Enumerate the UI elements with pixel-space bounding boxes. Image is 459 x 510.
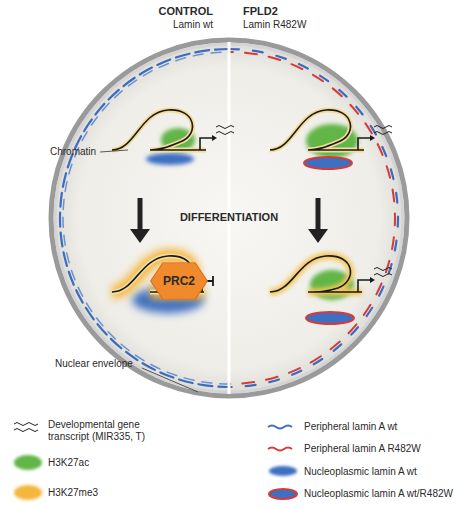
chromatin-fpld2-active — [304, 157, 352, 169]
nucleus — [51, 40, 407, 396]
leader-line — [100, 150, 128, 152]
protein-hexagon: PRC2 — [150, 262, 208, 300]
legend-swatch — [269, 466, 297, 476]
chromatin-control-active — [216, 132, 234, 135]
chromatin-control-repressed — [112, 256, 213, 313]
chromatin-control-active — [200, 138, 212, 150]
chromatin-fpld2-persistent — [374, 274, 392, 277]
legend-icon — [268, 426, 292, 429]
chromatin-fpld2-persistent — [306, 312, 354, 324]
legend-swatch — [14, 485, 42, 500]
differentiation-arrow — [308, 229, 328, 243]
chromatin-fpld2-active — [270, 110, 392, 169]
legend-swatch — [14, 455, 42, 470]
differentiation-arrow — [138, 198, 143, 232]
text-label: Nuclear envelope — [55, 358, 133, 370]
text-label: FPLD2 — [243, 5, 278, 18]
legend-text: Nucleoplasmic lamin A wt — [304, 466, 417, 478]
chromatin-fpld2-active — [270, 110, 392, 150]
chromatin-fpld2-persistent — [358, 280, 370, 292]
legend-text: Developmental gene transcript (MIR335, T… — [48, 419, 173, 443]
chromatin-fpld2-persistent — [370, 277, 375, 283]
chromatin-control-active — [216, 126, 234, 129]
chromatin-fpld2-active — [358, 138, 370, 150]
legend-icon — [14, 429, 38, 432]
chromatin-fpld2-persistent — [270, 256, 392, 292]
chromatin-fpld2-persistent — [270, 256, 362, 292]
hexagon-shape — [151, 263, 208, 299]
differentiation-arrow — [316, 198, 321, 232]
text-label: DIFFERENTIATION — [149, 211, 309, 224]
chromatin-fpld2-persistent — [270, 256, 362, 292]
text-label: Lamin wt — [173, 19, 213, 31]
legend-text: Peripheral lamin A wt — [304, 421, 397, 433]
differentiation-arrow — [130, 229, 150, 243]
chromatin-control-active — [212, 135, 217, 141]
text-label: Lamin R482W — [243, 19, 306, 31]
legend-icon — [268, 448, 292, 451]
nucleus — [51, 40, 407, 396]
chromatin-fpld2-active — [270, 110, 364, 150]
chromatin-control-active — [112, 110, 206, 150]
chromatin-fpld2-active — [374, 132, 392, 135]
legend-text: Nucleoplasmic lamin A wt/R482W — [304, 488, 453, 500]
chromatin-fpld2-active — [370, 135, 375, 141]
chromatin-fpld2-persistent — [374, 268, 392, 271]
legend-icon — [14, 423, 38, 426]
differentiation-arrow — [130, 198, 328, 243]
chromatin-fpld2-active — [374, 126, 392, 129]
text-label: CONTROL — [159, 5, 213, 18]
legend-text: H3K27ac — [48, 457, 89, 469]
legend-icon — [269, 489, 297, 499]
chromatin-control-active — [146, 153, 194, 165]
leader-line — [142, 368, 198, 392]
node-label: PRC2 — [163, 274, 195, 288]
chromatin-fpld2-persistent — [270, 256, 392, 324]
legend-text: Peripheral lamin A R482W — [304, 443, 421, 455]
chromatin-control-active — [112, 110, 234, 165]
legend-text: H3K27me3 — [48, 487, 98, 499]
node-text-box: PRC2 — [150, 262, 208, 300]
chromatin-fpld2-active — [270, 110, 364, 150]
chromatin-control-active — [112, 110, 206, 150]
text-label: Chromatin — [50, 146, 96, 158]
